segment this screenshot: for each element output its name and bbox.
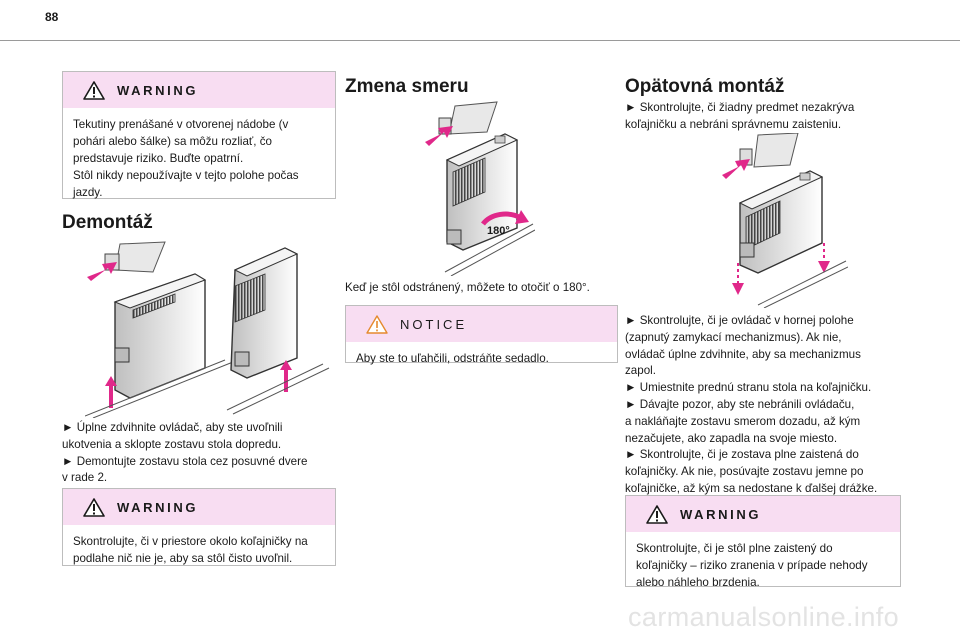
heading-zmena-smeru: Zmena smeru <box>345 76 469 97</box>
text-line: predstavuje riziko. Buďte opatrní. <box>73 152 244 165</box>
heading-demontaz: Demontáž <box>62 212 153 233</box>
text-line: pohári alebo šálke) sa môžu rozliať, čo <box>73 135 272 148</box>
warning-box-3: WARNING Skontrolujte, či je stôl plne za… <box>625 495 901 589</box>
warning-title: WARNING <box>680 506 762 522</box>
rotation-label: 180° <box>487 225 510 237</box>
text-line: Aby ste to uľahčili, odstráňte sedadlo. <box>356 352 549 365</box>
notice-box: NOTICE Aby ste to uľahčili, odstráňte se… <box>345 305 618 365</box>
removal-steps: ► Úplne zdvihnite ovládač, aby ste uvoľn… <box>62 420 342 487</box>
warning-header: WARNING <box>63 72 335 108</box>
text-line: (zapnutý zamykací mechanizmus). Ak nie, <box>625 330 842 344</box>
heading-opatovna-montaz: Opätovná montáž <box>625 76 785 97</box>
text-line: koľajničky. Ak nie, posúvajte zostavu je… <box>625 465 864 479</box>
text-line: podlahe nič nie je, aby sa stôl čisto uv… <box>73 552 293 565</box>
text-line: a nakláňajte zostavu smerom dozadu, až k… <box>625 414 861 428</box>
warning-title: WARNING <box>117 82 199 98</box>
reinstall-steps: ► Skontrolujte, či je ovládač v hornej p… <box>625 313 925 498</box>
text-line: ► Skontrolujte, či je zostava plne zaist… <box>625 448 859 462</box>
text-line: v rade 2. <box>62 471 108 485</box>
notice-title: NOTICE <box>400 316 468 332</box>
text-line: jazdy. <box>73 186 103 199</box>
text-line: nezačujete, ako zapadla na svoje miesto. <box>625 431 838 445</box>
removal-illustration <box>85 241 330 418</box>
rotation-illustration <box>425 101 535 276</box>
warning-header: WARNING <box>63 489 335 525</box>
text-line: koľajničky – riziko zranenia v prípade n… <box>636 559 868 572</box>
warning-title: WARNING <box>117 499 199 515</box>
text-line: ► Umiestnite prednú stranu stola na koľa… <box>625 381 872 395</box>
page-number: 88 <box>45 10 59 24</box>
warning-icon <box>646 504 668 524</box>
text-line: Tekutiny prenášané v otvorenej nádobe (v <box>73 118 289 131</box>
text-line: ovládač úplne zdvihnite, aby sa mechaniz… <box>625 347 861 361</box>
warning-icon <box>83 497 105 517</box>
text-line: ► Demontujte zostavu stola cez posuvné d… <box>62 454 308 468</box>
caution-icon <box>366 314 388 334</box>
warning-text: Skontrolujte, či v priestore okolo koľaj… <box>63 525 335 573</box>
notice-header: NOTICE <box>346 306 617 342</box>
text-line: koľajničku a nebráni správnemu zaisteniu… <box>625 117 842 131</box>
text-line: zapol. <box>625 364 656 378</box>
warning-header: WARNING <box>626 496 900 532</box>
reinstall-intro: ► Skontrolujte, či žiadny predmet nezakr… <box>625 100 915 134</box>
text-line: ► Skontrolujte, či žiadny predmet nezakr… <box>625 101 855 114</box>
rotation-text: Keď je stôl odstránený, môžete to otočiť… <box>345 281 590 294</box>
text-line: ukotvenia a sklopte zostavu stola dopred… <box>62 437 282 451</box>
text-line: koľajničke, až kým sa nedostane k ďalšej… <box>625 481 878 495</box>
warning-box-1: WARNING Tekutiny prenášané v otvorenej n… <box>62 71 336 199</box>
warning-text: Tekutiny prenášané v otvorenej nádobe (v… <box>63 108 335 207</box>
warning-box-2: WARNING Skontrolujte, či v priestore oko… <box>62 488 336 566</box>
text-line: ► Dávajte pozor, aby ste nebránili ovlád… <box>625 397 855 411</box>
notice-text: Aby ste to uľahčili, odstráňte sedadlo. <box>346 342 617 373</box>
text-line: Stôl nikdy nepoužívajte v tejto polohe p… <box>73 169 299 182</box>
text-line: ► Úplne zdvihnite ovládač, aby ste uvoľn… <box>62 421 283 434</box>
warning-text: Skontrolujte, či je stôl plne zaistený d… <box>626 532 900 597</box>
top-rule <box>0 40 960 41</box>
watermark: carmanualsonline.info <box>628 602 900 632</box>
text-line: Skontrolujte, či je stôl plne zaistený d… <box>636 542 833 555</box>
reinstall-illustration <box>722 133 848 308</box>
text-line: Skontrolujte, či v priestore okolo koľaj… <box>73 535 308 548</box>
text-line: alebo náhleho brzdenia. <box>636 576 760 589</box>
warning-icon <box>83 80 105 100</box>
text-line: ► Skontrolujte, či je ovládač v hornej p… <box>625 314 854 327</box>
